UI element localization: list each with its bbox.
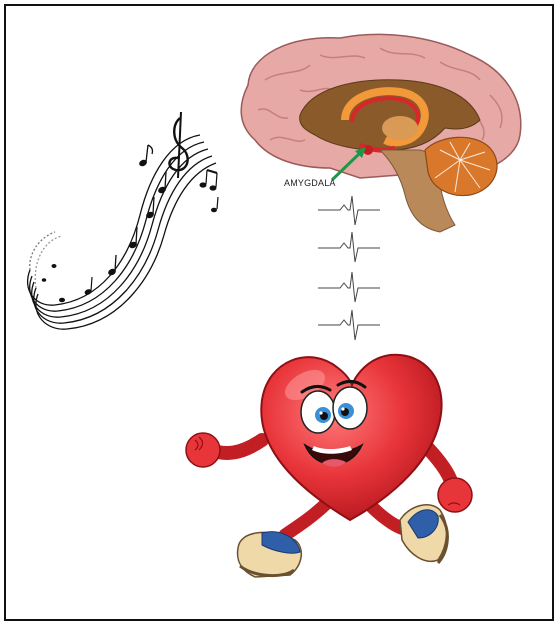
left-shoe [238, 532, 302, 577]
right-fist [438, 478, 472, 512]
running-heart-mascot-icon [186, 355, 472, 577]
right-shoe [400, 505, 447, 563]
ecg-trace-icon [318, 196, 380, 340]
brain-sagittal-icon [241, 34, 521, 232]
amygdala-label: AMYGDALA [284, 178, 336, 188]
left-fist [186, 433, 220, 467]
